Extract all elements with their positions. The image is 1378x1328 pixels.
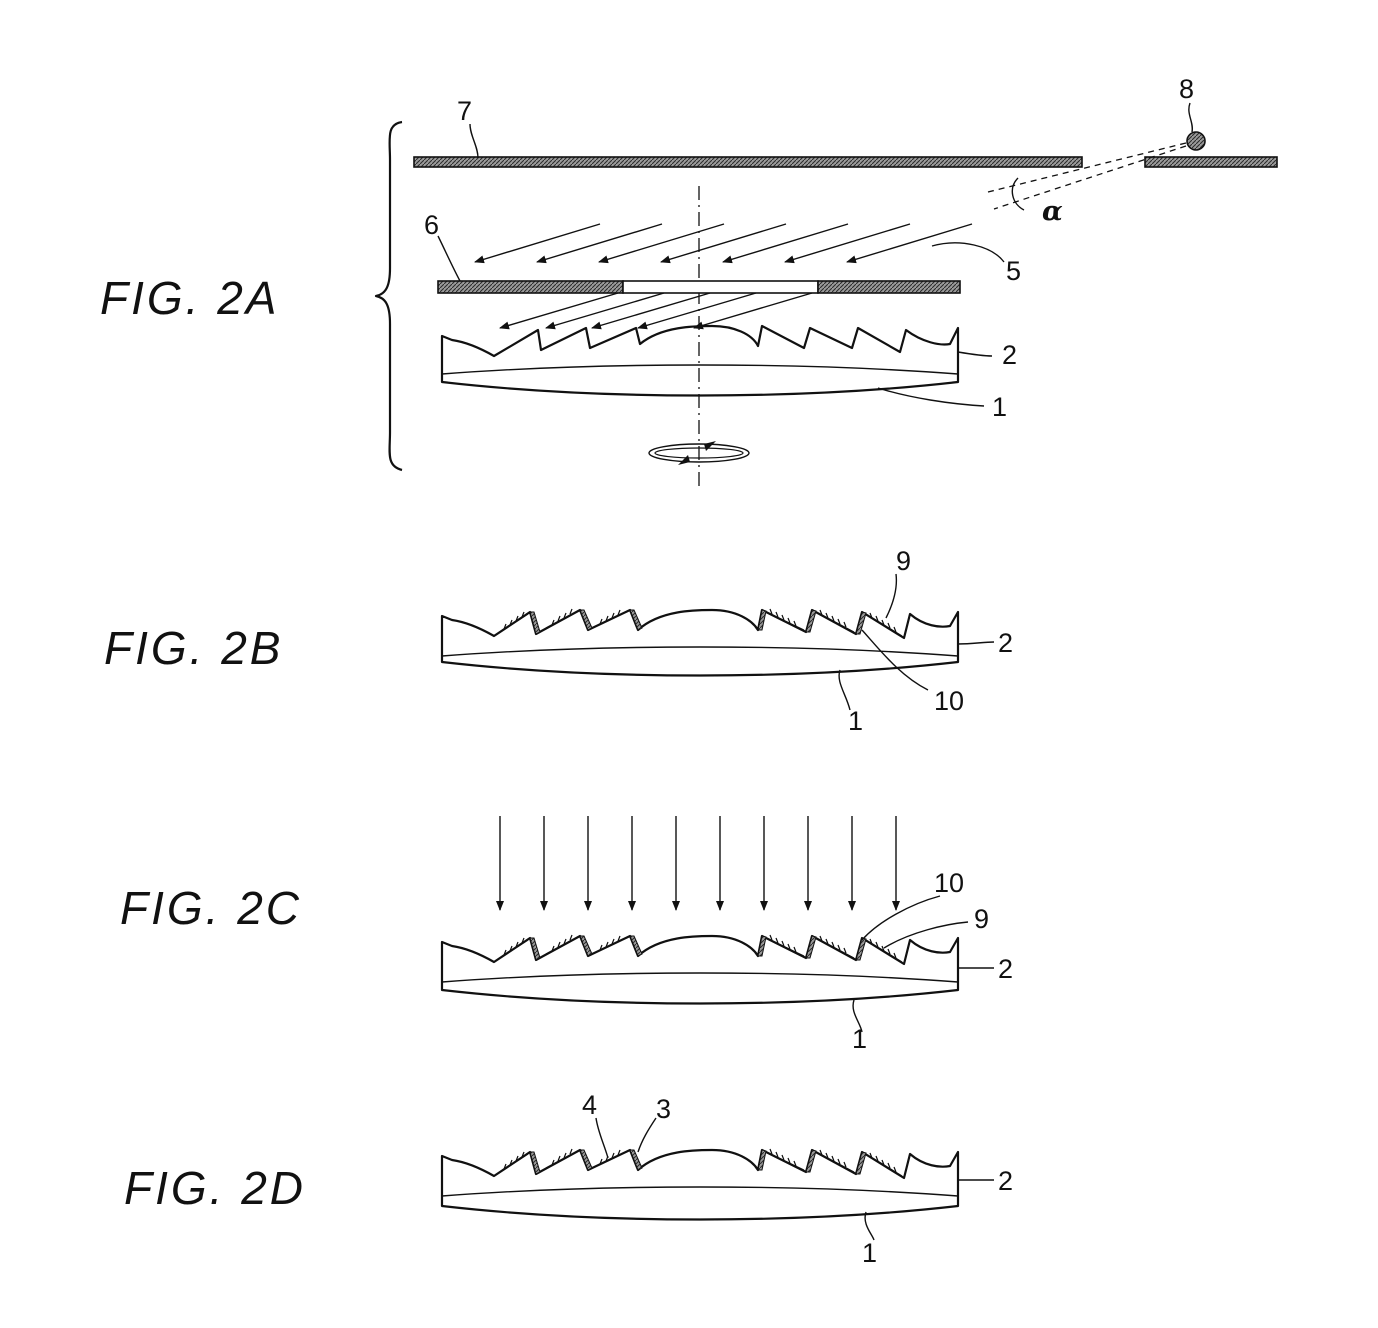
- label-5: 5: [1006, 256, 1021, 286]
- label-10: 10: [934, 868, 964, 898]
- label-2: 2: [1002, 340, 1017, 370]
- leader-4: [595, 1117, 609, 1159]
- coating-9-marks: [499, 608, 903, 637]
- leader-6: [437, 235, 461, 282]
- fig-2c: FIG. 2C: [120, 816, 1013, 1054]
- lens-layer-2-profile: [440, 324, 960, 374]
- lens-layer-2-profile: [440, 1148, 960, 1196]
- oblique-light-arrows-lower: [499, 292, 813, 330]
- arrow: [474, 223, 601, 264]
- label-10: 10: [934, 686, 964, 716]
- plate-7: [413, 156, 1083, 168]
- lens-substrate-1: [440, 656, 960, 677]
- beam-edge-lower: [993, 145, 1187, 210]
- layer-interface: [441, 364, 959, 375]
- fig-2c-title: FIG. 2C: [120, 882, 302, 934]
- arrow: [693, 292, 813, 330]
- mask-6-left: [437, 280, 624, 294]
- leader-1: [852, 999, 863, 1033]
- label-1: 1: [862, 1238, 877, 1268]
- leader-3: [637, 1117, 657, 1153]
- coating-4-marks: [499, 1148, 903, 1177]
- layer-interface: [441, 1186, 959, 1197]
- leader-9: [883, 921, 969, 949]
- coating-10-walls: [529, 609, 867, 635]
- fig-2a-title: FIG. 2A: [100, 272, 279, 324]
- label-2: 2: [998, 628, 1013, 658]
- leader-7: [469, 123, 479, 159]
- coating-10-walls: [529, 935, 867, 961]
- lens-substrate-1: [440, 374, 960, 397]
- fig-2b-title: FIG. 2B: [104, 622, 283, 674]
- label-1: 1: [992, 392, 1007, 422]
- lens-layer-2-profile: [440, 934, 960, 982]
- leader-9: [885, 573, 898, 619]
- label-9: 9: [896, 546, 911, 576]
- fig-2b: FIG. 2B 9 10 2 1: [104, 546, 1013, 736]
- fig-2a-brace: [374, 120, 403, 472]
- coating-9-marks: [499, 934, 903, 963]
- beam-edge-upper: [987, 142, 1187, 193]
- lens-substrate-1: [440, 982, 960, 1005]
- rotation-icon: [648, 441, 750, 465]
- arrow: [846, 223, 973, 264]
- arrow: [591, 292, 711, 330]
- arrow: [637, 292, 757, 330]
- arrow: [536, 223, 663, 264]
- label-2: 2: [998, 954, 1013, 984]
- label-6: 6: [424, 210, 439, 240]
- leader-1: [864, 1211, 875, 1241]
- label-7: 7: [457, 96, 472, 126]
- label-2: 2: [998, 1166, 1013, 1196]
- arrow: [722, 223, 849, 264]
- layer-interface: [441, 646, 959, 657]
- label-3: 3: [656, 1094, 671, 1124]
- coating-3-walls: [529, 1149, 867, 1175]
- alpha-arc: [1011, 177, 1025, 211]
- fig-2d-title: FIG. 2D: [124, 1162, 306, 1214]
- lens-layer-2-profile: [440, 608, 960, 656]
- fig-2a: FIG. 2A 8 α 7 5: [100, 74, 1278, 486]
- lens-substrate-1: [440, 1196, 960, 1221]
- arrow: [784, 223, 911, 264]
- arrow: [598, 223, 725, 264]
- plate-7-right: [1144, 156, 1278, 168]
- leader-10: [861, 895, 941, 941]
- label-1: 1: [852, 1024, 867, 1054]
- fig-2d: FIG. 2D 4 3 2 1: [124, 1090, 1013, 1268]
- leader-2: [957, 641, 995, 645]
- leader-1: [877, 387, 985, 407]
- oblique-light-arrows-upper: [474, 223, 973, 264]
- leader-5: [931, 242, 1005, 263]
- label-1: 1: [848, 706, 863, 736]
- leader-2: [957, 351, 993, 357]
- label-8: 8: [1179, 74, 1194, 104]
- leader-8: [1188, 102, 1194, 133]
- source-8: [1186, 131, 1206, 151]
- vertical-light-arrows: [496, 816, 900, 911]
- label-4: 4: [582, 1090, 597, 1120]
- layer-interface: [441, 972, 959, 983]
- leader-10: [861, 629, 929, 691]
- leader-1: [838, 669, 851, 711]
- arrow: [660, 223, 787, 264]
- mask-6-right: [817, 280, 961, 294]
- alpha-label: α: [1042, 196, 1063, 227]
- label-9: 9: [974, 904, 989, 934]
- arrow: [545, 292, 665, 330]
- arrow: [499, 292, 619, 330]
- mask-6-aperture: [622, 280, 819, 294]
